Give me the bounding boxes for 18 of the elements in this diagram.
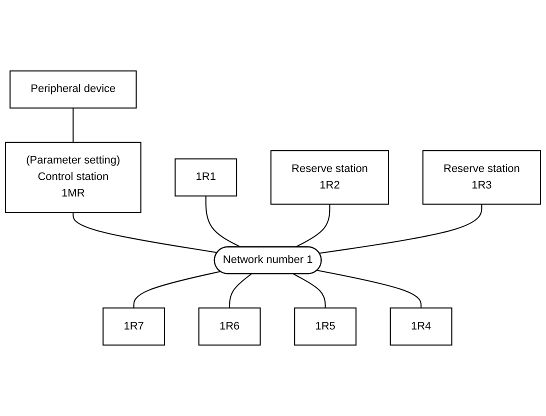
connector xyxy=(205,196,242,248)
node-box: 1R5 xyxy=(294,307,357,346)
node-box: (Parameter setting) Control station 1MR xyxy=(4,142,142,213)
node-box: 1R6 xyxy=(198,307,261,346)
connector xyxy=(295,204,330,248)
node-box: Reserve station 1R3 xyxy=(422,150,542,205)
connector xyxy=(72,212,218,254)
node-box: 1R4 xyxy=(390,307,452,346)
node-box: 1R7 xyxy=(102,307,165,346)
connector xyxy=(317,270,422,308)
connector xyxy=(293,274,326,308)
node-box: 1R1 xyxy=(174,158,238,196)
connector xyxy=(133,270,220,308)
node-box: Reserve station 1R2 xyxy=(270,150,390,205)
node-box: Peripheral device xyxy=(10,70,137,109)
connector xyxy=(229,274,252,308)
connector xyxy=(72,108,74,142)
connector xyxy=(319,204,482,254)
